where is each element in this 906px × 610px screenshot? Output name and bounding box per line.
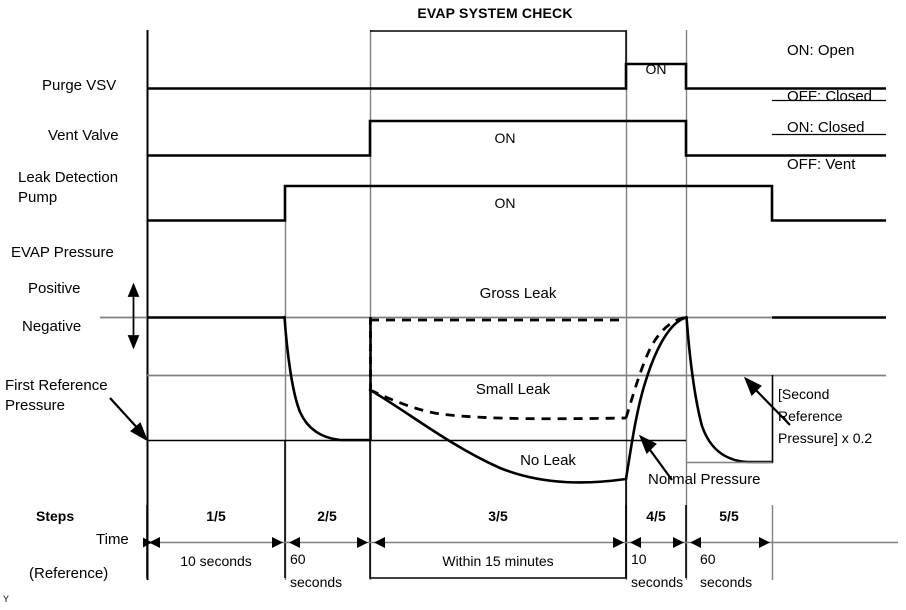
step-duration-1: 10 seconds bbox=[180, 553, 252, 569]
time-axis-arrowheads bbox=[149, 537, 770, 548]
footer-marker: Y bbox=[3, 594, 10, 604]
step-duration-2-line1: 60 bbox=[290, 551, 306, 567]
step-name-3: 3/5 bbox=[488, 508, 508, 524]
step-duration-2-line2: seconds bbox=[290, 574, 343, 590]
step-name-5: 5/5 bbox=[719, 508, 739, 524]
row-label-first-reference-line2: Pressure bbox=[5, 397, 66, 414]
step-name-2: 2/5 bbox=[317, 508, 337, 524]
annotation-second-reference-line1: [Second bbox=[778, 386, 830, 402]
timeline-steps-label: Steps bbox=[36, 508, 75, 524]
pressure-reference-lines bbox=[100, 316, 886, 377]
legend-purge-on: ON: Open bbox=[787, 42, 855, 59]
timeline-reference-label: (Reference) bbox=[29, 565, 109, 582]
curve-label-gross-leak: Gross Leak bbox=[479, 285, 557, 302]
row-label-purge-vsv: Purge VSV bbox=[42, 77, 117, 94]
step-name-1: 1/5 bbox=[206, 508, 226, 524]
time-label-arrowhead bbox=[143, 537, 152, 548]
purge-vsv-waveform bbox=[147, 62, 886, 90]
state-label-purge-vsv-on: ON bbox=[645, 61, 667, 77]
step-duration-4-line2: seconds bbox=[631, 574, 684, 590]
step-duration-5-line2: seconds bbox=[700, 574, 753, 590]
second-reference-arrow bbox=[743, 376, 791, 426]
step-duration-5-line1: 60 bbox=[700, 551, 716, 567]
vent-valve-waveform bbox=[147, 119, 886, 157]
row-label-leak-detection-pump-line2: Pump bbox=[18, 189, 58, 206]
row-label-negative: Negative bbox=[22, 318, 82, 335]
small-leak-recovery-trace bbox=[624, 316, 687, 419]
row-label-leak-detection-pump-line1: Leak Detection bbox=[18, 169, 119, 186]
curve-label-no-leak: No Leak bbox=[520, 452, 576, 469]
no-leak-recovery-trace bbox=[624, 316, 688, 481]
state-label-leak-pump-on: ON bbox=[494, 195, 516, 211]
first-reference-arrow bbox=[109, 397, 149, 442]
step3-upper-box bbox=[370, 30, 627, 88]
row-label-positive: Positive bbox=[28, 280, 81, 297]
row-label-vent-valve: Vent Valve bbox=[48, 127, 119, 144]
annotation-second-reference-line2: Reference bbox=[778, 408, 843, 424]
legend-purge-off: OFF: Closed bbox=[787, 88, 873, 105]
legend-vent-off: OFF: Vent bbox=[787, 156, 856, 173]
state-label-vent-valve-on: ON bbox=[494, 130, 516, 146]
annotation-second-reference-line3: Pressure] x 0.2 bbox=[778, 430, 873, 446]
page-title: EVAP SYSTEM CHECK bbox=[417, 5, 573, 21]
legend-separator-lines bbox=[772, 99, 886, 136]
leak-detection-pump-waveform bbox=[147, 184, 886, 222]
pressure-trace-step2-drop bbox=[283, 315, 372, 442]
step-duration-3: Within 15 minutes bbox=[442, 553, 554, 569]
positive-negative-arrow bbox=[127, 282, 140, 350]
row-label-first-reference-line1: First Reference bbox=[5, 377, 108, 394]
curve-label-small-leak: Small Leak bbox=[475, 381, 551, 398]
row-label-evap-pressure: EVAP Pressure bbox=[11, 244, 114, 261]
vertical-gridlines bbox=[284, 30, 774, 580]
step-name-4: 4/5 bbox=[646, 508, 666, 524]
normal-pressure-decay-trace bbox=[685, 315, 774, 464]
curve-label-normal-pressure: Normal Pressure bbox=[648, 471, 761, 488]
small-leak-trace bbox=[369, 388, 627, 421]
normal-pressure-arrow bbox=[638, 434, 673, 481]
no-leak-trace bbox=[368, 388, 628, 484]
timeline-time-label: Time bbox=[96, 531, 129, 548]
legend-vent-on: ON: Closed bbox=[787, 119, 865, 136]
step-duration-4-line1: 10 bbox=[631, 551, 647, 567]
